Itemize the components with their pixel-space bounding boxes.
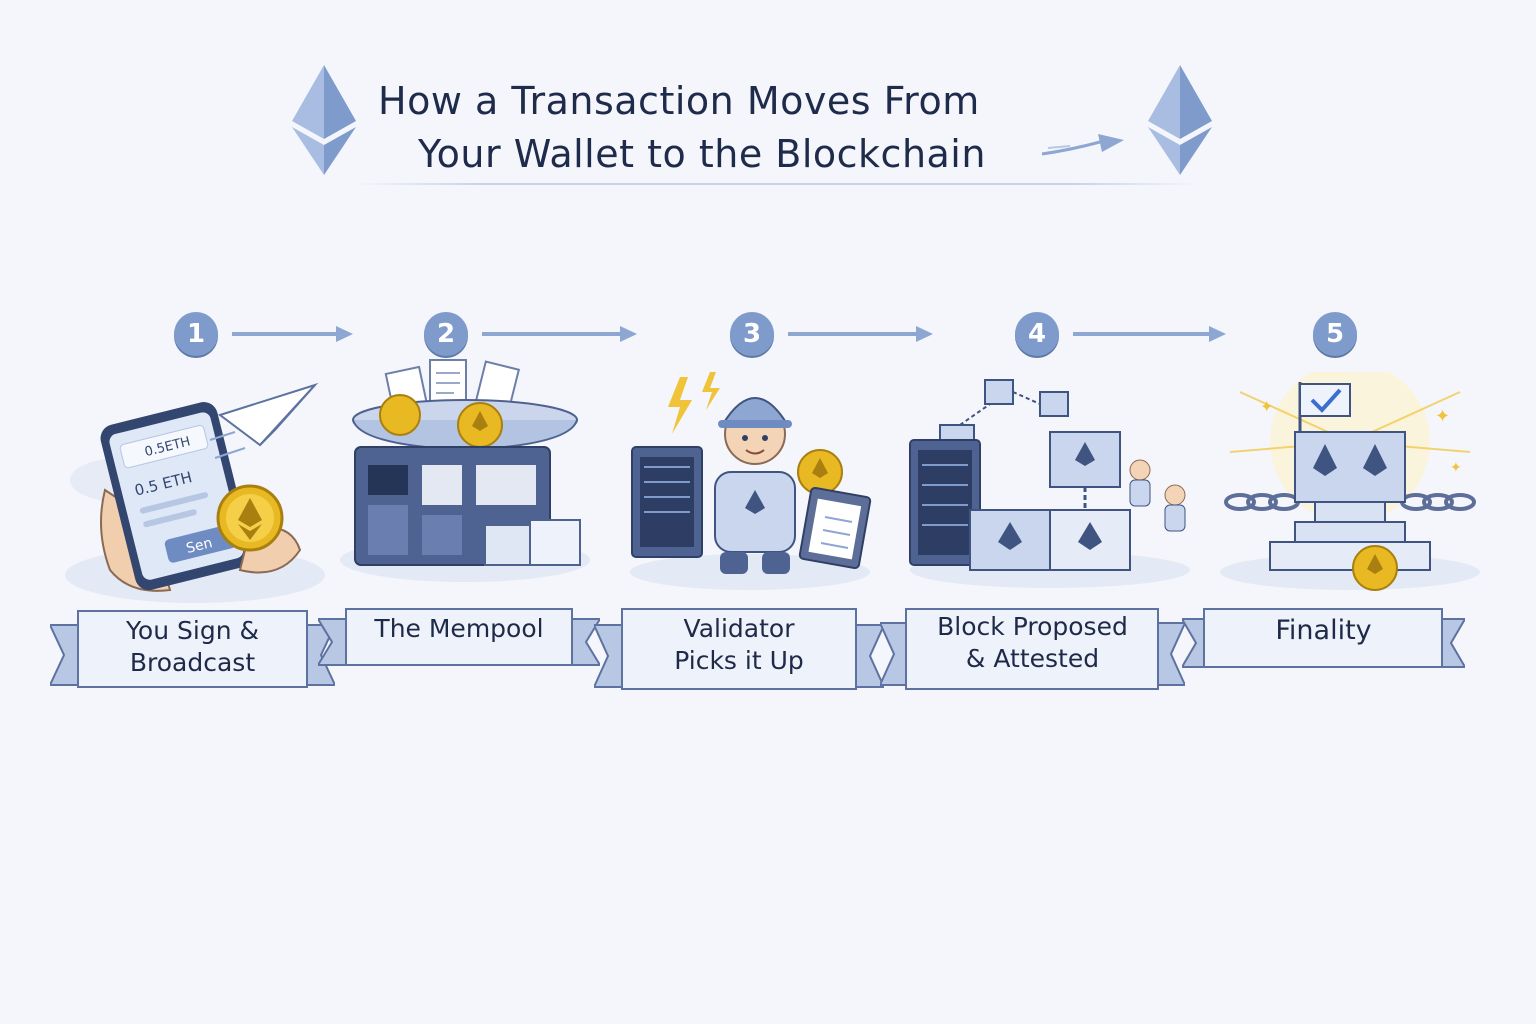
- ethereum-logo-icon: [292, 65, 356, 175]
- step-banner-1: You Sign & Broadcast: [50, 605, 335, 695]
- phone-wallet-icon: 0.5ETH 0.5 ETH Sen: [65, 382, 325, 603]
- finality-flag-icon: ✦ ✦ ✦: [1220, 372, 1480, 591]
- arrow-right-icon: [482, 326, 637, 342]
- step-label-5: Finality: [1275, 615, 1372, 646]
- phone-send-button: Sen: [185, 535, 214, 557]
- ethereum-logo-icon: [1148, 65, 1212, 175]
- arrow-right-icon: [788, 326, 933, 342]
- step-banner-4: Block Proposed & Attested: [880, 605, 1185, 695]
- step-number-2: 2: [424, 312, 468, 356]
- step-number-3: 3: [730, 312, 774, 356]
- mempool-server-icon: [340, 359, 590, 582]
- title-divider: [355, 183, 1200, 185]
- step-number-5: 5: [1313, 312, 1357, 356]
- step-banner-2: The Mempool: [318, 605, 600, 675]
- arrow-right-icon: [232, 326, 353, 342]
- swoosh-arrow-icon: [1041, 134, 1124, 156]
- svg-text:✦: ✦: [1450, 460, 1462, 476]
- block-chain-icon: [909, 379, 1190, 588]
- step-label-3: Validator Picks it Up: [674, 614, 804, 675]
- validator-worker-icon: [630, 372, 872, 590]
- title-block: How a Transaction Moves From Your Wallet…: [280, 55, 1240, 195]
- step-label-1: You Sign & Broadcast: [125, 616, 259, 677]
- step-number-1: 1: [174, 312, 218, 356]
- svg-text:✦: ✦: [1260, 397, 1273, 416]
- arrow-right-icon: [1073, 326, 1226, 342]
- page-title-line-1: How a Transaction Moves From: [378, 79, 980, 123]
- step-banner-3: Validator Picks it Up: [594, 605, 884, 695]
- page-title-line-2: Your Wallet to the Blockchain: [418, 132, 986, 176]
- step-label-2: The Mempool: [374, 614, 544, 643]
- step-label-4: Block Proposed & Attested: [937, 612, 1128, 673]
- step-number-4: 4: [1015, 312, 1059, 356]
- step-banner-5: Finality: [1182, 605, 1465, 675]
- svg-text:✦: ✦: [1435, 406, 1450, 427]
